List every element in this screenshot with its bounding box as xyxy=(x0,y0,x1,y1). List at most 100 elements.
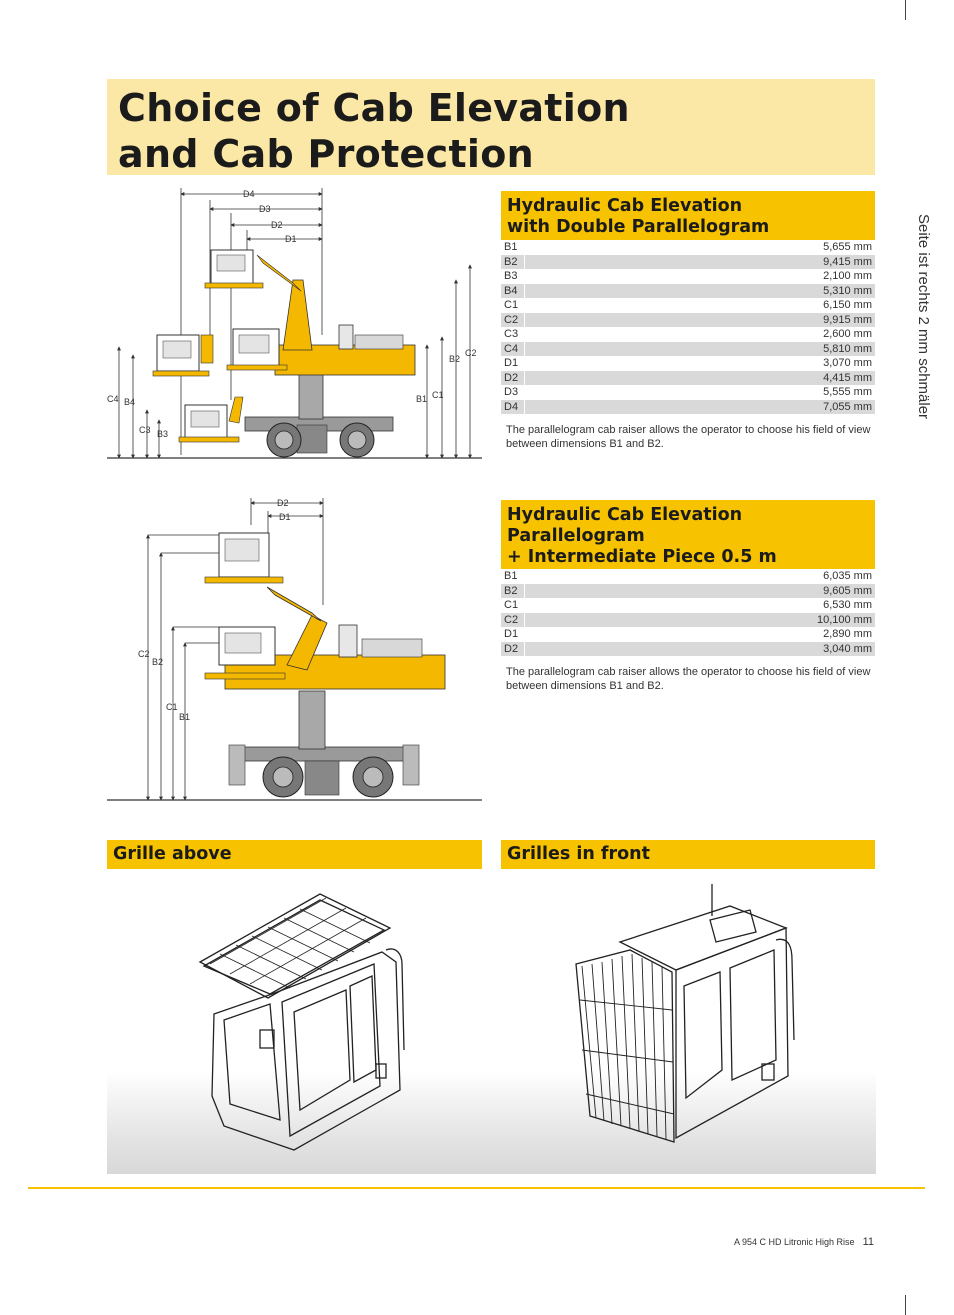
dim-label-d2: D2 xyxy=(277,498,289,508)
dim-label-c2: C2 xyxy=(465,348,477,358)
dim-label-d2: D2 xyxy=(271,220,283,230)
spec-label: B3 xyxy=(501,269,525,284)
dim-label-c3: C3 xyxy=(139,425,151,435)
dim-label-b1: B1 xyxy=(416,394,427,404)
spec-value: 4,415 mm xyxy=(524,370,875,385)
dim-label-b2: B2 xyxy=(449,354,460,364)
spec-value: 5,555 mm xyxy=(524,385,875,400)
dim-label-c1: C1 xyxy=(432,390,444,400)
spec-label: B2 xyxy=(501,583,525,598)
dim-label-c1: C1 xyxy=(166,702,178,712)
grilles-front-heading: Grilles in front xyxy=(501,840,875,869)
dim-label-d4: D4 xyxy=(243,189,255,199)
section1-heading-line1: Hydraulic Cab Elevation xyxy=(507,196,743,216)
page-title-line2: and Cab Protection xyxy=(118,132,534,176)
spec-value: 5,655 mm xyxy=(524,240,875,255)
spec-value: 9,915 mm xyxy=(524,312,875,327)
spec-label: C1 xyxy=(501,298,525,313)
section2-heading-line2: Parallelogram xyxy=(507,526,645,546)
cab-grilles-front-illustration xyxy=(575,884,795,1143)
spec-value: 9,605 mm xyxy=(524,583,875,598)
spec-label: D2 xyxy=(501,370,525,385)
spec-value: 3,070 mm xyxy=(524,356,875,371)
spec-label: C2 xyxy=(501,612,525,627)
page-title-box: Choice of Cab Elevation and Cab Protecti… xyxy=(107,79,875,177)
page-number: 11 xyxy=(862,1236,874,1248)
cab-grille-above-illustration xyxy=(198,893,405,1151)
crop-mark xyxy=(905,1295,906,1315)
grille-above-heading: Grille above xyxy=(107,840,482,869)
diagram-double-parallelogram: D4 D3 D2 D1 B1 C1 B2 C2 C4 B4 C3 B3 xyxy=(107,188,482,459)
section1-heading: Hydraulic Cab Elevation with Double Para… xyxy=(501,191,875,240)
spec-value: 3,040 mm xyxy=(524,641,875,656)
spec-value: 10,100 mm xyxy=(524,612,875,627)
dim-label-c4: C4 xyxy=(107,394,119,404)
section2-note: The parallelogram cab raiser allows the … xyxy=(506,666,871,692)
spec-label: D1 xyxy=(501,627,525,642)
spec-label: C1 xyxy=(501,598,525,613)
section1-note: The parallelogram cab raiser allows the … xyxy=(506,424,871,450)
spec-label: D2 xyxy=(501,641,525,656)
spec-label: B2 xyxy=(501,254,525,269)
dim-label-b2: B2 xyxy=(152,657,163,667)
spec-label: C4 xyxy=(501,341,525,356)
spec-value: 2,600 mm xyxy=(524,327,875,342)
side-note-text: Seite ist rechts 2 mm schmäler xyxy=(915,214,932,420)
diagram-parallelogram-intermediate: D2 D1 C2 B2 C1 B1 xyxy=(107,498,482,801)
section1-heading-line2: with Double Parallelogram xyxy=(507,217,770,237)
spec-value: 9,415 mm xyxy=(524,254,875,269)
page-title-line1: Choice of Cab Elevation xyxy=(118,86,630,130)
footer: A 954 C HD Litronic High Rise 11 xyxy=(600,1236,874,1248)
page-title: Choice of Cab Elevation and Cab Protecti… xyxy=(107,79,875,177)
spec-value: 7,055 mm xyxy=(524,399,875,414)
spec-label: D3 xyxy=(501,385,525,400)
spec-value: 5,810 mm xyxy=(524,341,875,356)
dim-label-d3: D3 xyxy=(259,204,271,214)
spec-value: 6,150 mm xyxy=(524,298,875,313)
spec-value: 2,100 mm xyxy=(524,269,875,284)
footer-rule xyxy=(28,1187,925,1189)
crop-mark xyxy=(905,0,906,20)
dim-label-b1: B1 xyxy=(179,712,190,722)
spec-label: D1 xyxy=(501,356,525,371)
section2-heading-line1: Hydraulic Cab Elevation xyxy=(507,505,743,525)
spec-value: 5,310 mm xyxy=(524,283,875,298)
section2-heading: Hydraulic Cab Elevation Parallelogram + … xyxy=(501,500,875,569)
spec-label: C3 xyxy=(501,327,525,342)
dim-label-c2: C2 xyxy=(138,649,150,659)
footer-model: A 954 C HD Litronic High Rise xyxy=(734,1237,855,1247)
dim-label-d1: D1 xyxy=(285,234,297,244)
spec-value: 2,890 mm xyxy=(524,627,875,642)
dim-label-b3: B3 xyxy=(157,429,168,439)
spec-value: 6,530 mm xyxy=(524,598,875,613)
spec-value: 6,035 mm xyxy=(524,569,875,584)
dim-label-b4: B4 xyxy=(124,397,135,407)
spec-label: B4 xyxy=(501,283,525,298)
spec-label: B1 xyxy=(501,240,525,255)
section2-heading-line3: + Intermediate Piece 0.5 m xyxy=(507,547,777,567)
spec-label: B1 xyxy=(501,569,525,584)
spec-label: C2 xyxy=(501,312,525,327)
dim-label-d1: D1 xyxy=(279,512,291,522)
spec-label: D4 xyxy=(501,399,525,414)
